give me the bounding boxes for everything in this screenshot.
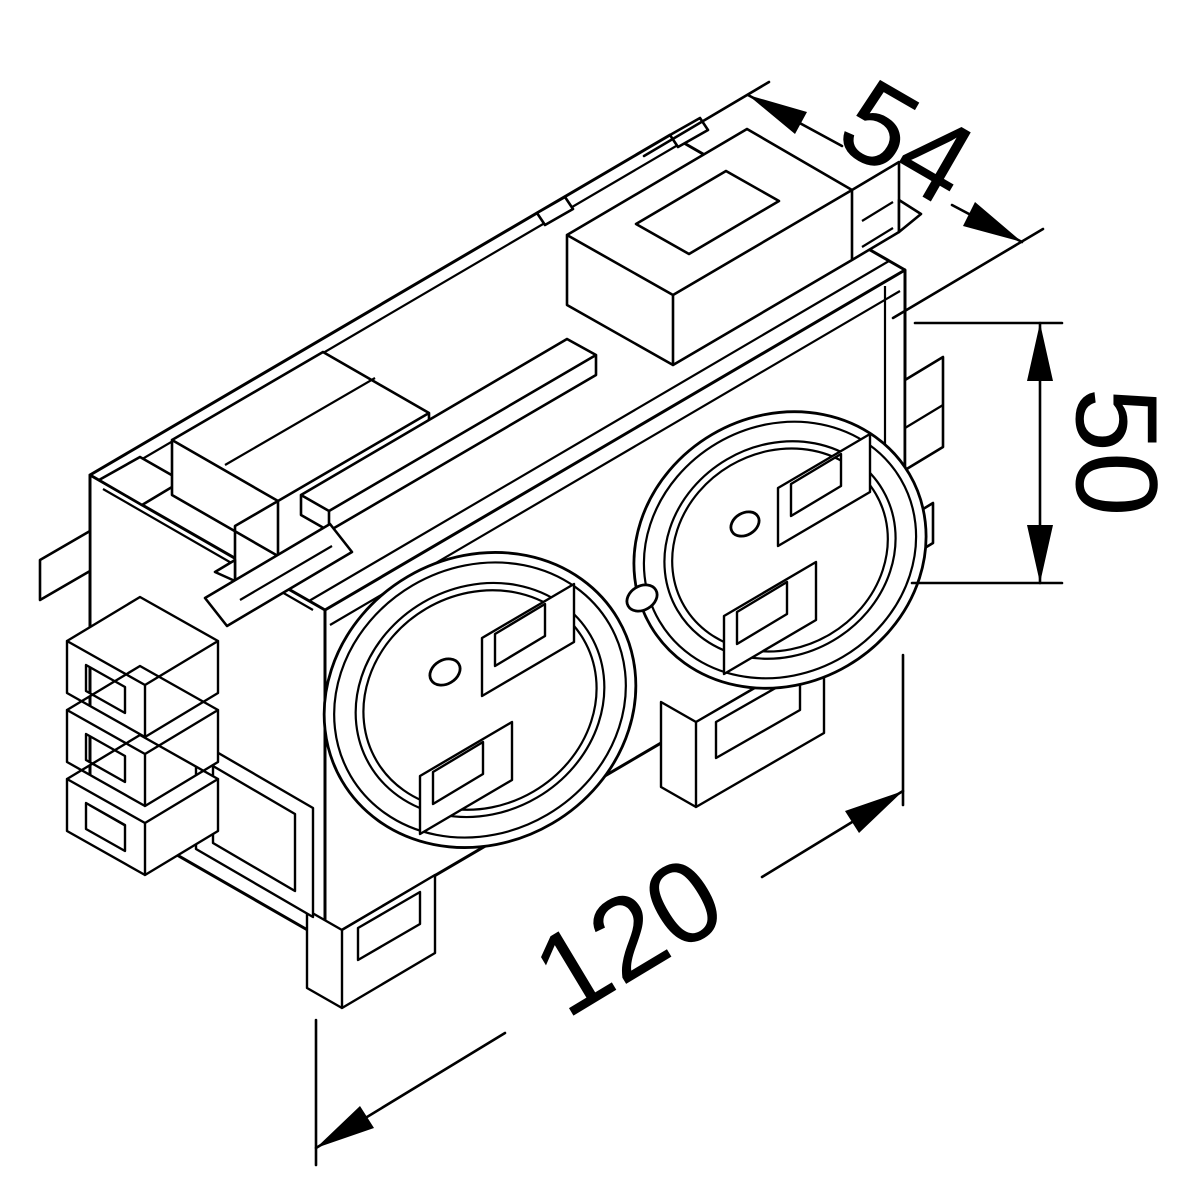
- claw-right-block: [565, 127, 901, 367]
- dimension-height-extension-lines: [910, 321, 1064, 585]
- body-rim-lines: [102, 141, 901, 626]
- socket-right-ring-3: [663, 440, 897, 660]
- socket-right-screw-hole: [729, 510, 761, 538]
- front-screw-hole: [625, 583, 659, 613]
- socket-right-floor: [671, 447, 889, 653]
- socket-left-ring-2: [333, 561, 627, 839]
- release-bar-body: [299, 337, 598, 533]
- release-lever-wedge: [203, 522, 354, 628]
- claw-right-serrations: [861, 201, 894, 248]
- claw-left-notch-line: [224, 377, 376, 466]
- claw-left-tooth: [213, 558, 237, 583]
- dimension-depth-arrowheads: [748, 95, 1022, 242]
- claw-right-window: [634, 169, 781, 256]
- socket-left-ring-3: [354, 581, 606, 819]
- socket-right: [632, 410, 928, 690]
- release-lever-line: [239, 545, 333, 601]
- socket-right-slots: [722, 432, 872, 676]
- socket-left: [322, 551, 638, 849]
- release-lever: [203, 522, 354, 628]
- dimension-length-extension-lines: [314, 653, 905, 1167]
- right-clip-upper: [903, 355, 945, 472]
- claw-right-tooth: [897, 198, 923, 234]
- top-hole-left: [97, 455, 184, 507]
- dimension-height-value: 50: [1051, 387, 1181, 516]
- socket-left-slots: [418, 582, 576, 836]
- socket-right-ring-2: [642, 420, 918, 680]
- dimension-length-value: 120: [512, 830, 745, 1041]
- claw-left-block: [170, 350, 431, 583]
- dimension-height: 50: [910, 321, 1181, 585]
- feet-shapes: [305, 646, 826, 1010]
- terminal-block: [65, 595, 220, 877]
- dimension-height-arrowheads: [1027, 323, 1053, 583]
- mounting-claw-right: [565, 127, 923, 367]
- socket-left-screw-hole: [428, 657, 462, 687]
- left-end-tab: [38, 529, 92, 602]
- release-bar: [299, 337, 598, 533]
- mounting-feet: [305, 646, 826, 1010]
- right-clip-line: [904, 404, 944, 429]
- mounting-claw-left: [170, 350, 431, 583]
- socket-left-floor: [362, 589, 598, 811]
- left-end-details: [38, 529, 315, 919]
